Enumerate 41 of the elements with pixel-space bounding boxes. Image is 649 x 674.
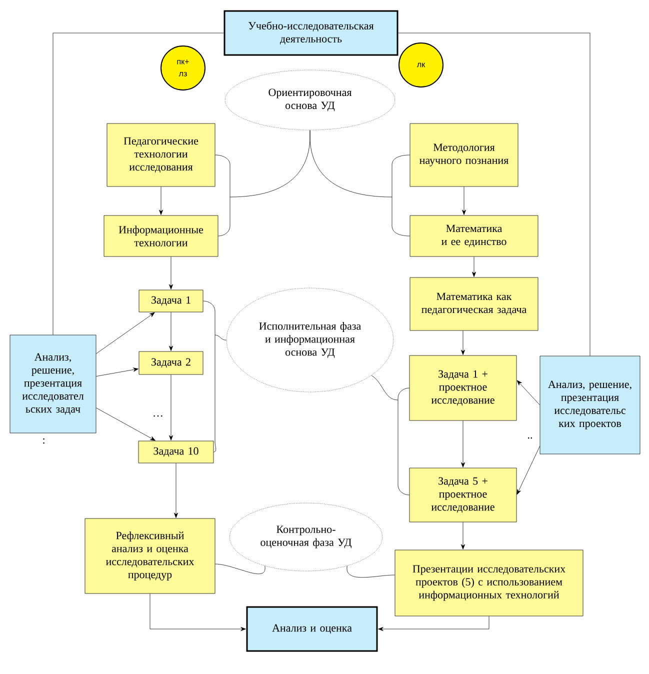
ellipsis-mark: … (154, 415, 162, 417)
arrow (96, 368, 138, 377)
process-box: Математика и ее единство (410, 215, 538, 257)
arrow (174, 463, 178, 518)
arrow (159, 186, 163, 215)
arrow (169, 312, 173, 351)
connector-line (215, 564, 266, 574)
task-box: Анализ, решение, презентация исследовательс ких проектов (540, 356, 640, 454)
ellipsis-mark: .. (528, 437, 532, 439)
arrow (150, 594, 246, 631)
title-box: Учебно-исследовательская деятельность (224, 10, 398, 56)
task-box: Анализ, решение, презентация исследовател ьских задач (10, 334, 96, 434)
process-box: Методология научного познания (410, 123, 518, 187)
arrow (169, 256, 173, 290)
arrow (462, 186, 466, 215)
arrow (516, 446, 540, 495)
arrow (96, 312, 155, 354)
title-box: Анализ и оценка (246, 606, 378, 652)
process-box: Рефлексивный анализ и оценка исследовательских процедур (84, 518, 216, 594)
arrow (472, 256, 476, 277)
process-box: Задача 10 (138, 440, 214, 464)
process-box: Презентации исследовательских проектов (5) с использованием информационных технологий (394, 550, 584, 616)
process-box: Задача 1 + проектное исследование (409, 355, 517, 421)
connector-line (346, 566, 395, 578)
arrow (461, 522, 465, 550)
process-box: Задача 1 (138, 290, 204, 312)
process-box: Математика как педагогическая задача (410, 277, 538, 331)
arrow (461, 330, 465, 355)
arrow (169, 374, 173, 440)
process-box: Информационные технологии (104, 215, 218, 257)
process-box: Задача 2 (138, 351, 204, 375)
arrow (96, 408, 156, 441)
bracket-connector (371, 375, 410, 496)
arrow (461, 420, 465, 468)
process-box: Задача 5 + проектное исследование (409, 468, 517, 522)
connector-line (52, 32, 224, 335)
connector-line (398, 32, 590, 356)
arrow (516, 380, 540, 406)
side-note: : (43, 438, 44, 444)
process-box: Педагогические технологии исследования (106, 123, 216, 187)
arrow (378, 616, 490, 631)
